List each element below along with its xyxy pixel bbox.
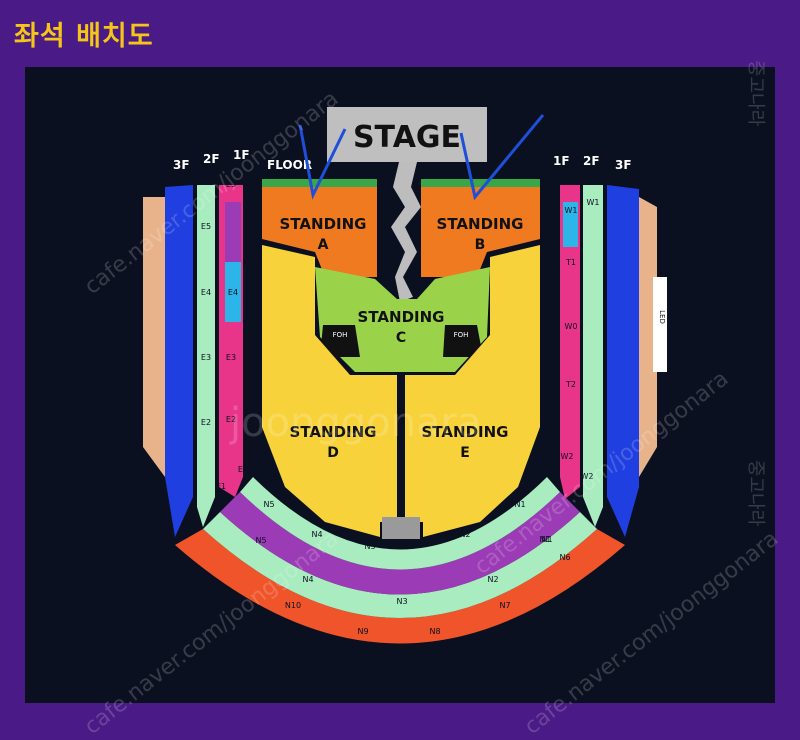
section-right-2: W1 bbox=[565, 206, 578, 215]
section-left-5: E4 bbox=[201, 288, 211, 297]
section-right-3: T1 bbox=[565, 258, 576, 267]
north-outer-ring[interactable] bbox=[175, 529, 625, 644]
standing-d[interactable] bbox=[262, 245, 397, 537]
section-right-5: T2 bbox=[565, 380, 576, 389]
foh-right-label: FOH bbox=[454, 331, 469, 339]
section-north-6: N5 bbox=[255, 536, 266, 545]
section-north-10: N1 bbox=[539, 535, 550, 544]
watermark-brand: joonggonara bbox=[230, 400, 482, 446]
section-left-0: E12 bbox=[179, 176, 194, 185]
section-north-14: N8 bbox=[429, 627, 440, 636]
marker-check-left bbox=[298, 124, 347, 200]
standing-a-label: STANDING bbox=[280, 215, 367, 233]
section-left-3: E5 bbox=[201, 222, 211, 231]
label-floor: FLOOR bbox=[267, 158, 312, 172]
watermark-kr: 중고나라 bbox=[745, 60, 766, 127]
right-1f-cyan[interactable] bbox=[563, 202, 578, 247]
left-2f-mint[interactable] bbox=[197, 185, 215, 527]
standing-a[interactable] bbox=[262, 179, 377, 277]
section-north-2: N3 bbox=[364, 542, 375, 551]
section-north-4: N1 bbox=[514, 500, 525, 509]
standing-d-letter: D bbox=[327, 445, 339, 461]
section-left-6: E3 bbox=[201, 353, 211, 362]
section-north-5: N1 bbox=[541, 535, 552, 544]
right-2f-mint[interactable] bbox=[583, 185, 603, 527]
section-north-11: N6 bbox=[559, 553, 570, 562]
section-left-1: E6 bbox=[204, 176, 214, 185]
section-north-13: N9 bbox=[357, 627, 368, 636]
right-1f-pink[interactable] bbox=[560, 185, 580, 499]
stage-label: STAGE bbox=[353, 120, 461, 155]
section-left-11: E1 bbox=[238, 465, 248, 474]
page-title: 좌석 배치도 bbox=[14, 21, 154, 52]
north-mint-ring-outer[interactable] bbox=[203, 512, 597, 618]
standing-e-label: STANDING bbox=[422, 423, 509, 441]
standing-a-letter: A bbox=[318, 237, 329, 253]
right-3f-tan[interactable] bbox=[639, 197, 657, 477]
label-right-3f: 3F bbox=[615, 158, 632, 172]
standing-c-letter: C bbox=[396, 330, 406, 346]
stage-runway bbox=[391, 162, 421, 302]
left-3f-blue[interactable] bbox=[165, 185, 193, 537]
foh-left bbox=[320, 325, 360, 357]
mix-position bbox=[382, 517, 420, 539]
section-left-7: E3 bbox=[226, 353, 236, 362]
section-north-7: N4 bbox=[302, 575, 313, 584]
north-purple-ring[interactable] bbox=[220, 492, 580, 595]
seat-map: STAGE STANDING A STANDING B STANDING C F… bbox=[25, 67, 775, 703]
section-north-8: N3 bbox=[396, 597, 407, 606]
label-right-1f: 1F bbox=[553, 154, 570, 168]
label-left-1f: 1F bbox=[233, 148, 250, 162]
left-1f-cyan[interactable] bbox=[225, 262, 241, 322]
section-left-2: E5 bbox=[226, 180, 236, 189]
section-right-7: W2 bbox=[581, 472, 594, 481]
section-left-9: E2 bbox=[226, 415, 236, 424]
section-left-8: E2 bbox=[201, 418, 211, 427]
section-right-0: W3 bbox=[605, 178, 618, 187]
north-mint-ring-inner[interactable] bbox=[240, 477, 560, 570]
section-left-4: E4 bbox=[228, 288, 238, 297]
section-north-12: N10 bbox=[285, 601, 301, 610]
led-board bbox=[653, 277, 667, 372]
label-left-3f: 3F bbox=[173, 158, 190, 172]
standing-b-label: STANDING bbox=[437, 215, 524, 233]
section-north-0: N5 bbox=[263, 500, 274, 509]
label-left-2f: 2F bbox=[203, 152, 220, 166]
standing-d-label: STANDING bbox=[290, 423, 377, 441]
section-left-10: E1 bbox=[216, 482, 226, 491]
left-3f-tan[interactable] bbox=[143, 197, 165, 477]
foh-right bbox=[443, 325, 483, 357]
rail-b bbox=[421, 179, 540, 187]
label-right-2f: 2F bbox=[583, 154, 600, 168]
section-right-6: W2 bbox=[561, 452, 574, 461]
left-1f-purple[interactable] bbox=[225, 202, 241, 262]
standing-e-letter: E bbox=[460, 445, 470, 461]
foh-left-label: FOH bbox=[333, 331, 348, 339]
section-north-3: N2 bbox=[459, 530, 470, 539]
standing-e[interactable] bbox=[405, 245, 540, 537]
watermark-kr: 중고나라 bbox=[745, 460, 766, 527]
section-right-1: W1 bbox=[587, 198, 600, 207]
standing-b[interactable] bbox=[421, 179, 540, 277]
section-north-1: N4 bbox=[311, 530, 322, 539]
standing-b-letter: B bbox=[475, 237, 486, 253]
standing-c-label: STANDING bbox=[358, 308, 445, 326]
led-label: LED bbox=[658, 310, 666, 324]
section-right-4: W0 bbox=[565, 322, 578, 331]
section-north-15: N7 bbox=[499, 601, 510, 610]
marker-check-right bbox=[459, 114, 545, 201]
right-3f-blue[interactable] bbox=[607, 185, 639, 537]
section-north-9: N2 bbox=[487, 575, 498, 584]
